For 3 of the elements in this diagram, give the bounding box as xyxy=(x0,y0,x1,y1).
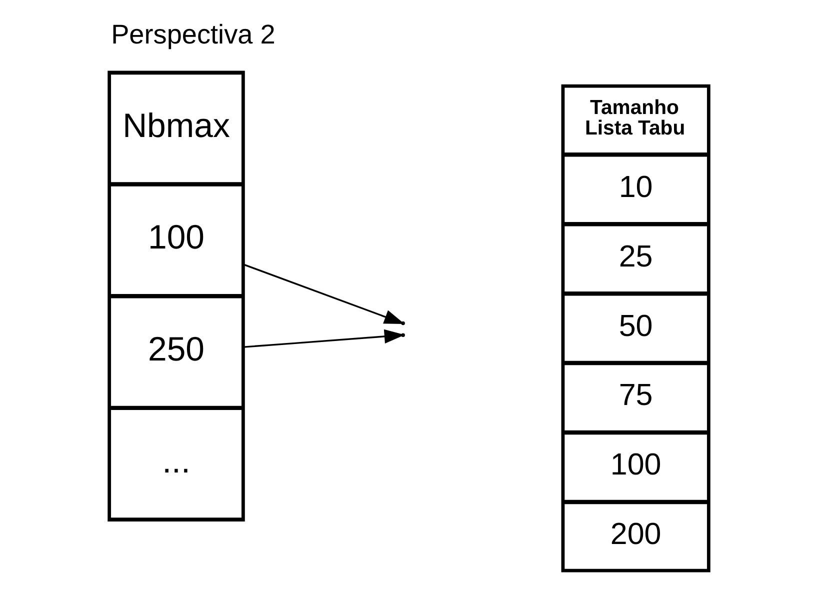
arrow xyxy=(242,329,404,348)
diagram-title: Perspectiva 2 xyxy=(110,18,275,50)
arrow xyxy=(242,264,404,324)
